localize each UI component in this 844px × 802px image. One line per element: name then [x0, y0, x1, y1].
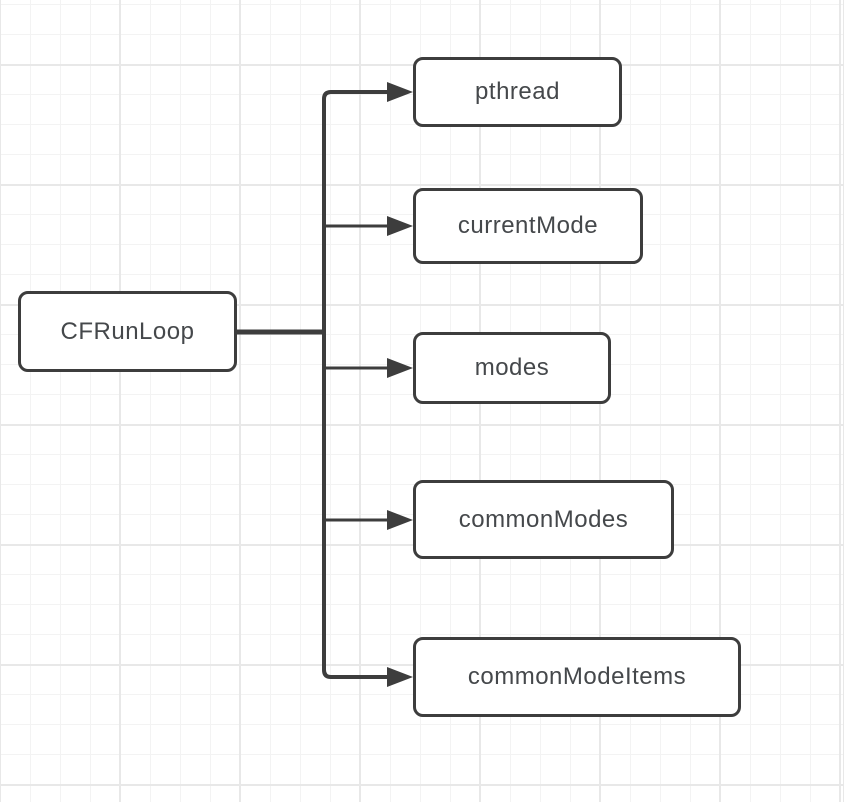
arrowhead-currentmode-icon — [387, 216, 413, 236]
arrowhead-commonmodeitems-icon — [387, 667, 413, 687]
node-modes-label: modes — [474, 354, 550, 381]
node-pthread[interactable]: pthread — [413, 57, 622, 127]
node-modes[interactable]: modes — [413, 332, 611, 404]
node-commonmodes[interactable]: commonModes — [413, 480, 674, 559]
arrowhead-modes-icon — [387, 358, 413, 378]
node-cfrunloop[interactable]: CFRunLoop — [18, 291, 237, 372]
node-commonmodeitems[interactable]: commonModeItems — [413, 637, 741, 717]
node-currentmode-label: currentMode — [457, 212, 599, 239]
node-pthread-label: pthread — [475, 78, 560, 105]
node-cfrunloop-label: CFRunLoop — [60, 317, 195, 345]
node-commonmodeitems-label: commonModeItems — [467, 663, 687, 690]
arrowhead-pthread-icon — [387, 82, 413, 102]
arrowhead-commonmodes-icon — [387, 510, 413, 530]
node-currentmode[interactable]: currentMode — [413, 188, 643, 264]
node-commonmodes-label: commonModes — [458, 505, 629, 533]
connector-trunk — [322, 90, 390, 679]
